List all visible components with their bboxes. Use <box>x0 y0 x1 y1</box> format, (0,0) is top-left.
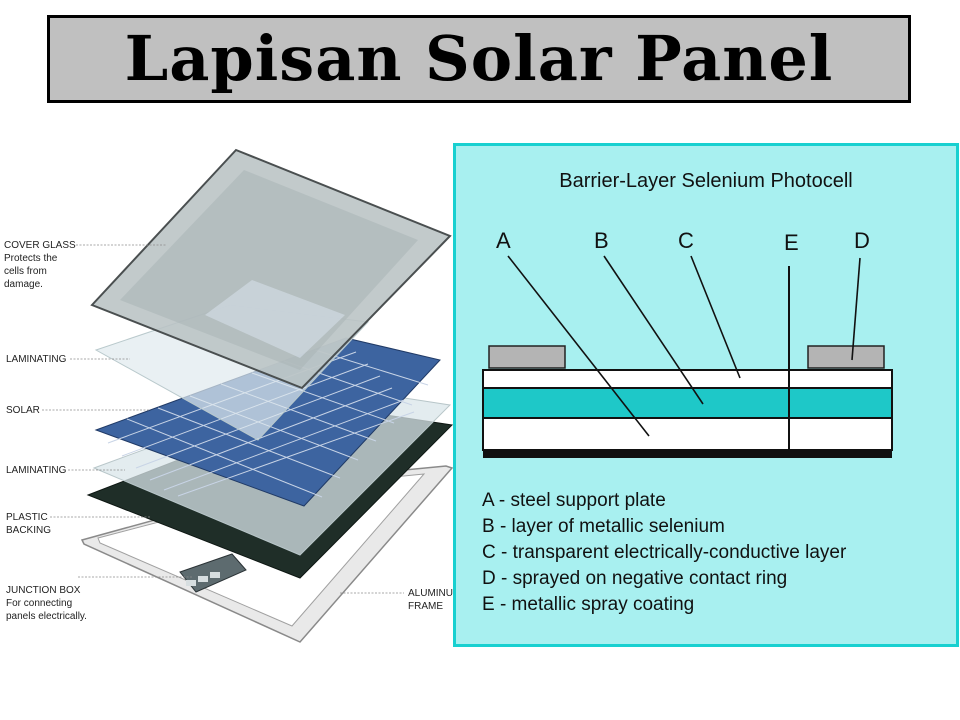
photocell-diagram: Barrier-Layer Selenium Photocell A B C E… <box>453 143 959 647</box>
photocell-layers <box>482 255 893 458</box>
label-junction-box: JUNCTION BOX For connecting panels elect… <box>6 585 87 622</box>
exploded-panel-illustration <box>42 148 454 643</box>
label-laminating-bottom: LAMINATING <box>6 465 67 476</box>
letter-d: D <box>854 228 870 253</box>
bottom-base <box>483 450 892 458</box>
legend-item-d: D - sprayed on negative contact ring <box>482 568 788 589</box>
letter-e: E <box>784 230 799 255</box>
label-plastic-backing: PLASTIC BACKING <box>6 512 52 536</box>
cover-glass <box>90 148 452 390</box>
legend-item-b: B - layer of metallic selenium <box>482 516 725 537</box>
letter-a: A <box>496 228 511 253</box>
legend-item-c: C - transparent electrically-conductive … <box>482 542 847 563</box>
pointer-lines <box>507 255 861 437</box>
steel-plate <box>482 417 893 451</box>
photocell-title: Barrier-Layer Selenium Photocell <box>559 170 853 192</box>
contact-ring-left <box>488 345 566 369</box>
selenium-layer <box>482 387 893 419</box>
label-aluminium-frame: ALUMINUI FRAME <box>408 588 456 612</box>
transparent-layer <box>482 369 893 389</box>
junction-box <box>179 553 247 593</box>
letter-b: B <box>594 228 609 253</box>
photocell-legend: A - steel support plate B - layer of met… <box>482 488 846 618</box>
exploded-panel-diagram: COVER GLASS Protects the cells from dama… <box>0 140 456 660</box>
label-laminating-top: LAMINATING <box>6 354 67 365</box>
page-title: Lapisan Solar Panel <box>124 22 834 95</box>
title-banner: Lapisan Solar Panel <box>47 15 911 103</box>
contact-ring-right <box>807 345 885 369</box>
letter-c: C <box>678 228 694 253</box>
label-cover-glass: COVER GLASS Protects the cells from dama… <box>4 240 76 290</box>
leader-lines <box>42 244 404 594</box>
legend-item-e: E - metallic spray coating <box>482 594 695 615</box>
legend-item-a: A - steel support plate <box>482 490 666 511</box>
label-solar: SOLAR <box>6 405 40 416</box>
